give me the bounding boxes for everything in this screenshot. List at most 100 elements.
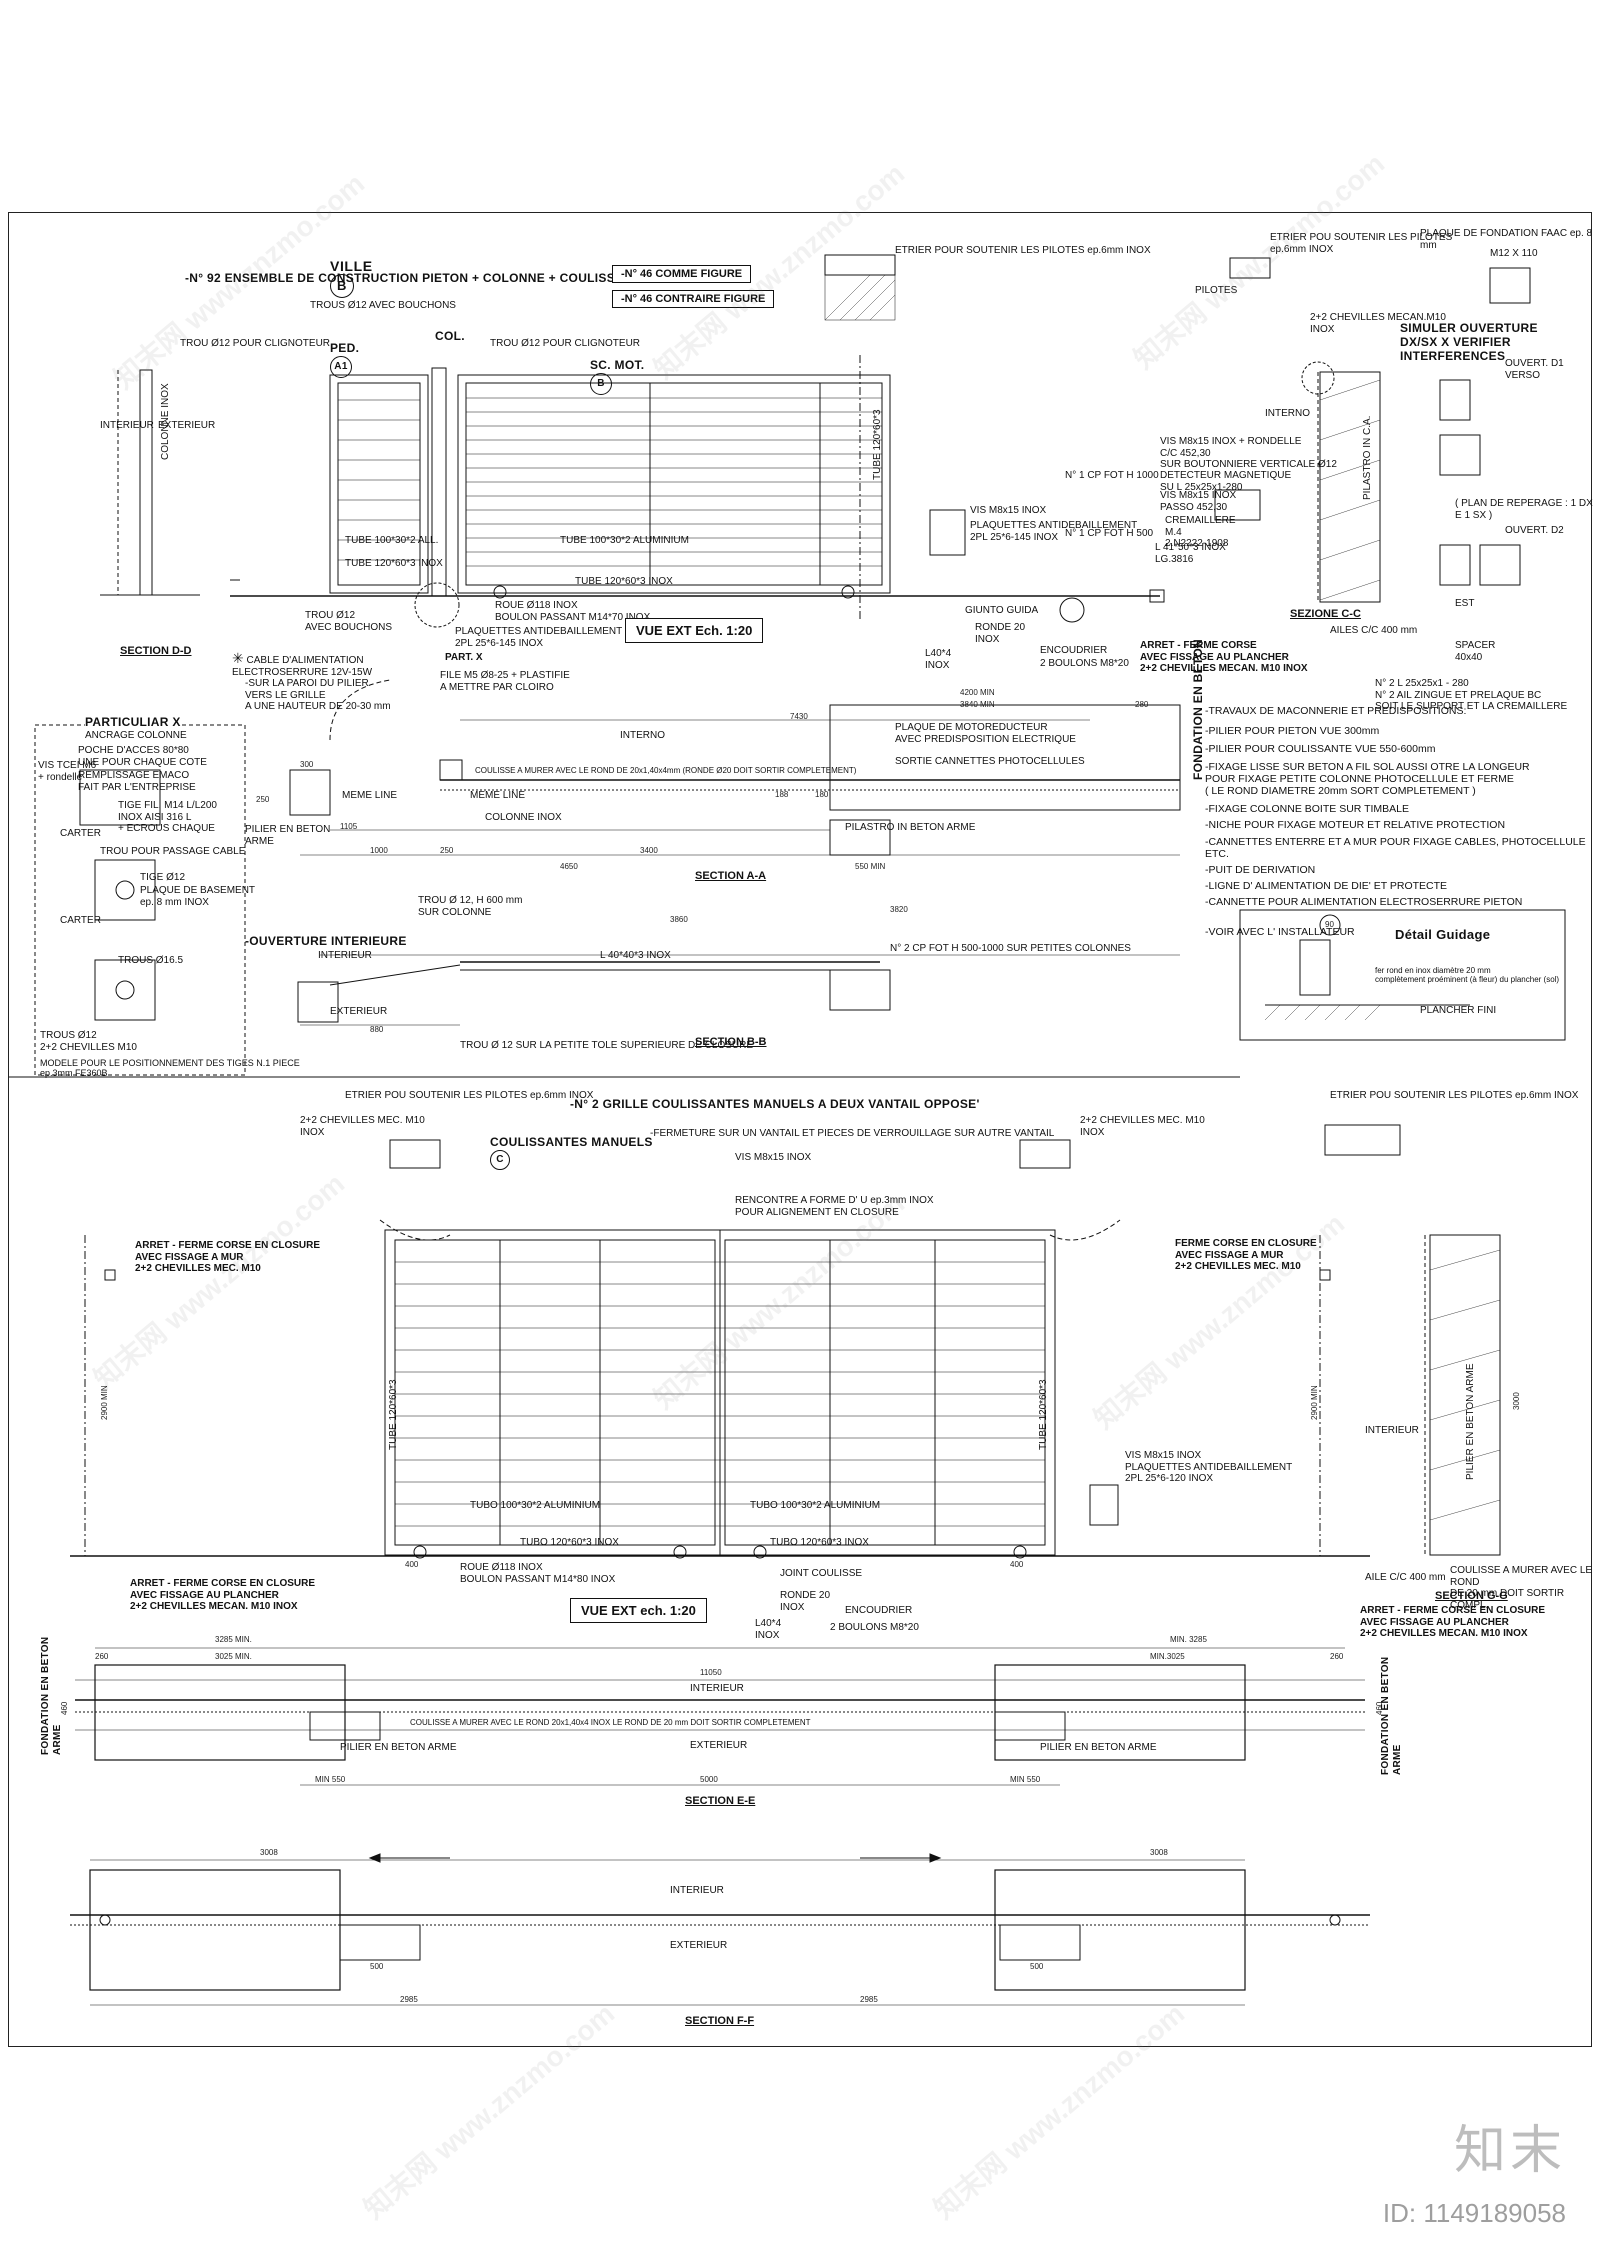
bn-tube-inox-right: TUBO 120*60*3 INOX (770, 1537, 869, 1548)
aa-fondation: FONDATION EN BETON (1191, 639, 1205, 780)
sc-mot-label: SC. MOT. B (590, 345, 644, 395)
px-ancrage: ANCRAGE COLONNE (85, 730, 187, 741)
note-clignoteur-left: TROU Ø12 POUR CLIGNOTEUR (180, 338, 331, 349)
gate-dim-right: 2900 MIN (1310, 1385, 1319, 1420)
aa-meme-line-2: MEME LINE (470, 790, 526, 801)
bn-rencontre: RENCONTRE A FORME D' U ep.3mm INOX POUR … (735, 1195, 934, 1218)
ee-dim-3285r: MIN. 3285 (1170, 1635, 1207, 1644)
gate-dim-400l: 400 (405, 1560, 419, 1569)
aa-pilastro: PILASTRO IN BETON ARME (845, 822, 976, 833)
note-encoudrier: ENCOUDRIER (1040, 645, 1108, 656)
aa-dim-280: 280 (1135, 700, 1149, 709)
gate-dim-left: 2900 MIN (100, 1385, 109, 1420)
main-title: -N° 92 ENSEMBLE DE CONSTRUCTION PIETON +… (185, 271, 657, 285)
aa-title: SECTION A-A (695, 870, 767, 882)
bottom-sub-prefix: COULISSANTES MANUELS C (490, 1122, 653, 1170)
cc-chevilles: 2+2 CHEVILLES MECAN.M10 INOX (1310, 312, 1446, 335)
spec-6: -CANNETTES ENTERRE ET A MUR POUR FIXAGE … (1205, 835, 1586, 860)
ee-dim-11050: 11050 (700, 1668, 722, 1677)
note-cremaillere: CREMAILLERE M.4 2.N2222-1908 (1165, 515, 1236, 549)
note-boulon: BOULON PASSANT M14*70 INOX (495, 612, 651, 623)
aa-plaque-moto: PLAQUE DE MOTOREDUCTEUR AVEC PREDISPOSIT… (895, 722, 1076, 745)
px-tige-note: TIGE Ø12 (140, 872, 186, 883)
brand-logo: 知末 (1453, 2121, 1566, 2181)
px-carter: CARTER (60, 828, 101, 839)
cc-simuler: SIMULER OUVERTURE DX/SX X VERIFIER INTER… (1400, 321, 1538, 363)
ff-interieur: INTERIEUR (670, 1885, 724, 1896)
cc-spacer: SPACER 40x40 (1455, 640, 1496, 663)
px-trou-passage: TROU POUR PASSAGE CABLE (100, 846, 246, 857)
cc-pilastro: PILASTRO IN C.A. (1362, 415, 1373, 500)
bn-ferme-right: FERME CORSE EN CLOSURE AVEC FISSAGE A MU… (1175, 1238, 1317, 1272)
aa-interno: INTERNO (620, 730, 665, 741)
aa-dim-250: 250 (256, 795, 270, 804)
title-frame (8, 212, 1592, 2047)
note-vis-rondelle: VIS M8x15 INOX + RONDELLE C/C 452,30 SUR… (1160, 436, 1337, 470)
spec-0: -TRAVAUX DE MACONNERIE ET PREDISPOSITION… (1205, 705, 1467, 717)
spec-9: -CANNETTE POUR ALIMENTATION ELECTROSERRU… (1205, 895, 1523, 908)
bb-dim-880: 880 (370, 1025, 384, 1034)
cc-ouvert-d1: OUVERT. D1 (1505, 358, 1564, 369)
note-ronde: RONDE 20 INOX (975, 622, 1026, 645)
bn-aile: AILE C/C 400 mm (1365, 1572, 1446, 1583)
note-arret-top: ARRET - FERME CORSE AVEC FISSAGE AU PLAN… (1140, 640, 1308, 674)
gate-dim-3000: 3000 (1512, 1392, 1521, 1410)
gg-title: SECTION G-G (1435, 1590, 1508, 1602)
note-colonne-inox: COLONNE INOX (160, 383, 171, 460)
spec-3: -FIXAGE LISSE SUR BETON A FIL SOL AUSSI … (1205, 761, 1530, 798)
note-trous-bouchons: TROUS Ø12 AVEC BOUCHONS (310, 300, 456, 311)
px-title: PARTICULIAR X (85, 715, 181, 730)
detail-guidage-frame (1239, 909, 1566, 1041)
guidage-plancher: PLANCHER FINI (1420, 1005, 1497, 1016)
ff-exterieur: EXTERIEUR (670, 1940, 728, 1951)
ee-title: SECTION E-E (685, 1795, 756, 1807)
note-cp2: N° 1 CP FOT H 500 (1065, 528, 1154, 539)
cc-plaque: PLAQUE DE FONDATION FAAC ep. 8 mm (1420, 228, 1593, 251)
bn-interieur: INTERIEUR (1365, 1425, 1419, 1436)
note-exterieur: EXTERIEUR (158, 420, 216, 431)
bn-coulisse-gg: COULISSE A MURER AVEC LE ROND DE 20 mm D… (1450, 1565, 1593, 1611)
cc-est: EST (1455, 598, 1475, 609)
px-trou16: TROUS Ø16.5 (118, 955, 184, 966)
cc-interno: INTERNO (1265, 408, 1310, 419)
ff-dim-3008l: 3008 (260, 1848, 278, 1857)
gate-dim-400r: 400 (1010, 1560, 1024, 1569)
bb-l: L 40*40*3 INOX (600, 950, 671, 961)
spec-1: -PILIER POUR PIETON VUE 300mm (1205, 725, 1380, 738)
bn-boulons: 2 BOULONS M8*20 (830, 1622, 919, 1633)
bn-tube-alu-left: TUBO 100*30*2 ALUMINIUM (470, 1500, 601, 1511)
cc-title: SEZIONE C-C (1290, 608, 1361, 620)
px-tige: TIGE FIL. M14 L/L200 INOX AISI 316 L + E… (118, 800, 217, 834)
bottom-title: -N° 2 GRILLE COULISSANTES MANUELS A DEUX… (570, 1097, 980, 1111)
note-plaquettes-top: PLAQUETTES ANTIDEBAILLEMENT 2PL 25*6-145… (970, 520, 1138, 543)
bn-joint: JOINT COULISSE (780, 1568, 863, 1579)
note-l41: L 41*50*3 INOX LG.3816 (1155, 542, 1226, 565)
note-cp1: N° 1 CP FOT H 1000 (1065, 470, 1159, 481)
ped-label: PED. A1 (330, 328, 359, 378)
aa-dim-250b: 250 (440, 846, 454, 855)
px-chevilles: 2+2 CHEVILLES M10 (40, 1042, 137, 1053)
bn-l40: L40*4 INOX (755, 1618, 782, 1641)
bb-trou-colonne: TROU Ø 12, H 600 mm SUR COLONNE (418, 895, 523, 918)
vue-ext-top: VUE EXT Ech. 1:20 (625, 618, 764, 643)
note-roue: ROUE Ø118 INOX (495, 600, 578, 611)
note-vis-top: VIS M8x15 INOX (970, 505, 1047, 516)
spec-2: -PILIER POUR COULISSANTE VUE 550-600mm (1205, 743, 1436, 756)
bn-tube-alu-right: TUBO 100*30*2 ALUMINIUM (750, 1500, 881, 1511)
note-detecteur: DETECTEUR MAGNETIQUE SU L 25x25x1-280 (1160, 470, 1292, 493)
ee-dim-550r: MIN 550 (1010, 1775, 1041, 1784)
ee-dim-3285l: 3285 MIN. (215, 1635, 252, 1644)
aa-coulisse: COULISSE A MURER AVEC LE ROND DE 20x1,40… (475, 766, 857, 775)
bn-tube-side-left: TUBE 120*60*3 (388, 1379, 399, 1450)
guidage-dim: 90 (1325, 920, 1334, 929)
note-cable: ✳ CABLE D'ALIMENTATION ELECTROSERRURE 12… (232, 650, 373, 678)
bb-dim-3860: 3860 (670, 915, 688, 924)
note-vis2: VIS M8x15 INOX PASSO 452,30 (1160, 490, 1237, 513)
ff-dim-2985r: 2985 (860, 1995, 878, 2004)
bn-pilier-arme: PILIER EN BETON ARME (1465, 1363, 1476, 1480)
ee-exterieur: EXTERIEUR (690, 1740, 748, 1751)
sliding-gate (457, 374, 891, 594)
note-tube-side: TUBE 120*60*3 (872, 409, 883, 480)
px-vis-tcei: VIS TCEI M6 + rondelle (38, 760, 97, 783)
